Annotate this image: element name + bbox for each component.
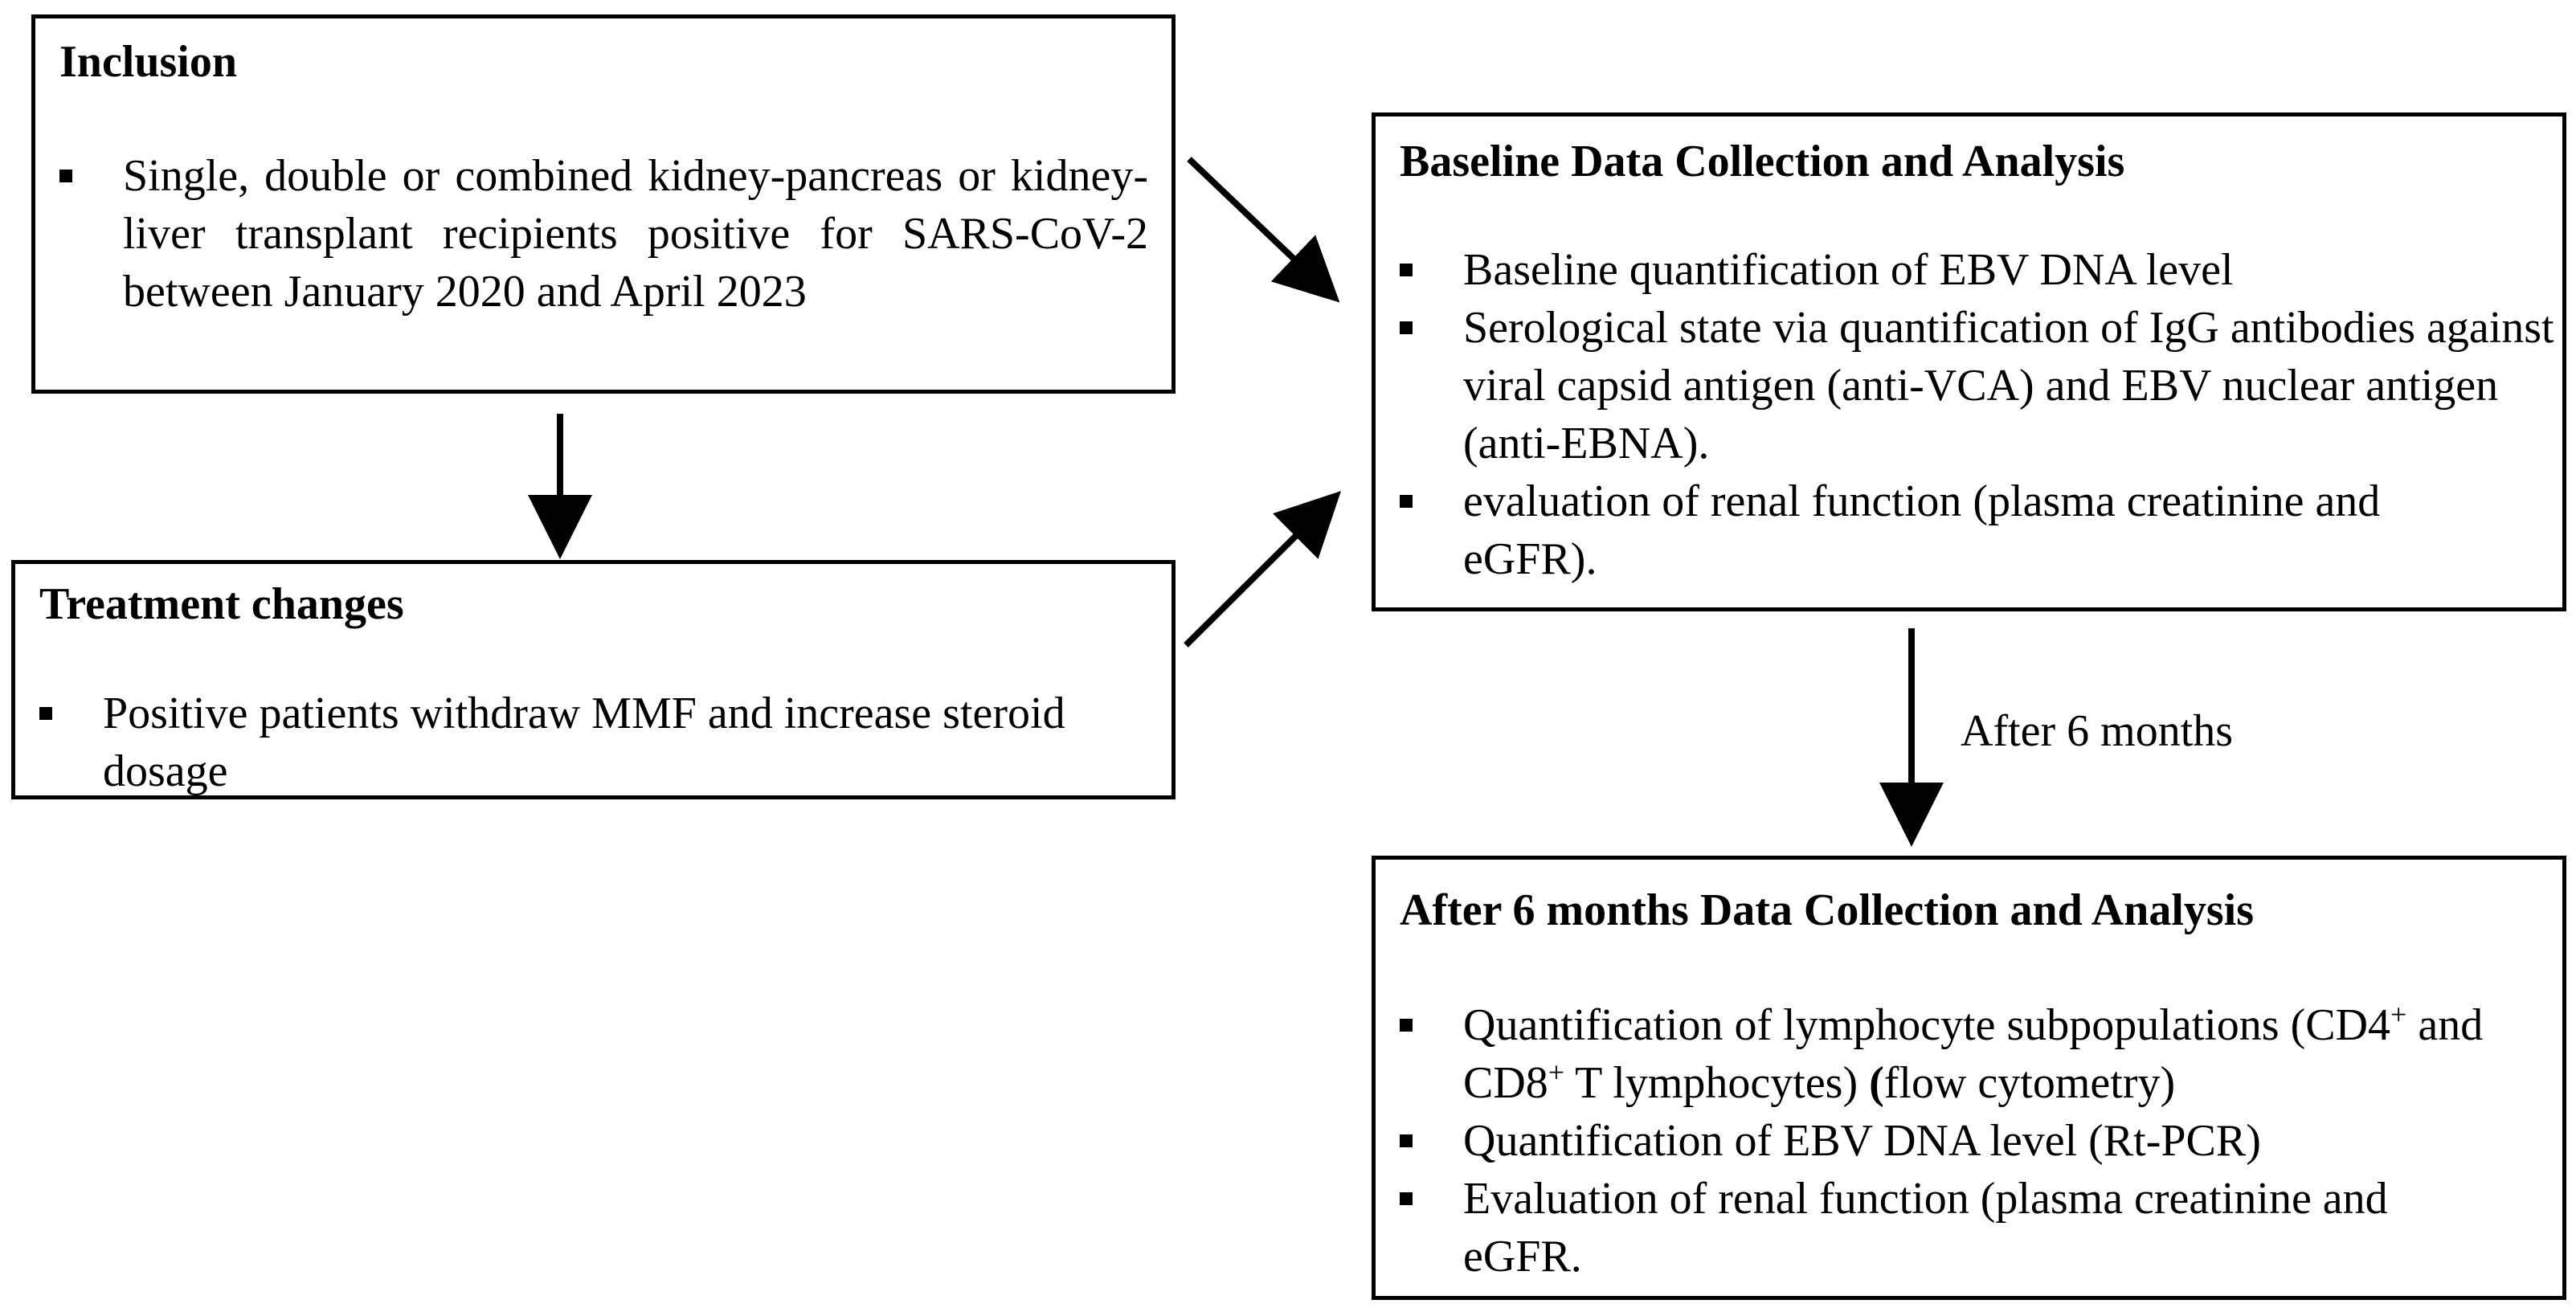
followup-list: Quantification of lymphocyte subpopulati… bbox=[1400, 996, 2557, 1285]
list-item: Quantification of EBV DNA level (Rt-PCR) bbox=[1400, 1112, 2557, 1170]
list-item: Positive patients withdraw MMF and incre… bbox=[39, 685, 1156, 800]
list-item: Evaluation of renal function (plasma cre… bbox=[1400, 1170, 2557, 1285]
inclusion-title: Inclusion bbox=[59, 37, 237, 87]
list-item-text: evaluation of renal function (plasma cre… bbox=[1463, 476, 2381, 584]
list-item-text: Evaluation of renal function (plasma cre… bbox=[1463, 1174, 2388, 1281]
list-item: evaluation of renal function (plasma cre… bbox=[1400, 472, 2557, 588]
baseline-box: Baseline Data Collection and Analysis Ba… bbox=[1372, 112, 2566, 611]
bullet-icon bbox=[1400, 264, 1413, 276]
treatment-list: Positive patients withdraw MMF and incre… bbox=[39, 685, 1156, 800]
followup-box: After 6 months Data Collection and Analy… bbox=[1372, 856, 2566, 1300]
list-item-text: Quantification of EBV DNA level (Rt-PCR) bbox=[1463, 1116, 2261, 1166]
bullet-icon bbox=[59, 170, 72, 182]
treatment-title: Treatment changes bbox=[39, 579, 404, 629]
bullet-icon bbox=[1400, 1019, 1413, 1032]
list-item: Single, double or combined kidney-pancre… bbox=[59, 147, 1148, 321]
bullet-icon bbox=[39, 707, 52, 720]
baseline-list: Baseline quantification of EBV DNA level… bbox=[1400, 241, 2557, 588]
arrow-inclusion-to-baseline bbox=[1187, 157, 1340, 303]
treatment-box: Treatment changes Positive patients with… bbox=[11, 560, 1176, 799]
arrow-treatment-to-baseline bbox=[1184, 491, 1342, 648]
baseline-title: Baseline Data Collection and Analysis bbox=[1400, 137, 2125, 186]
list-item: Baseline quantification of EBV DNA level bbox=[1400, 241, 2557, 299]
list-item: Serological state via quantification of … bbox=[1400, 299, 2557, 472]
followup-title: After 6 months Data Collection and Analy… bbox=[1400, 885, 2255, 935]
inclusion-box: Inclusion Single, double or combined kid… bbox=[31, 14, 1176, 394]
bullet-icon bbox=[1400, 1192, 1413, 1205]
inclusion-list: Single, double or combined kidney-pancre… bbox=[59, 147, 1148, 321]
bullet-icon bbox=[1400, 495, 1413, 508]
list-item-text: Positive patients withdraw MMF and incre… bbox=[103, 689, 1065, 796]
list-item-text: Serological state via quantification of … bbox=[1463, 303, 2554, 468]
bullet-icon bbox=[1400, 1134, 1413, 1147]
list-item: Quantification of lymphocyte subpopulati… bbox=[1400, 996, 2557, 1112]
list-item-text: Quantification of lymphocyte subpopulati… bbox=[1463, 998, 2484, 1108]
bullet-icon bbox=[1400, 321, 1413, 334]
list-item-text: Single, double or combined kidney-pancre… bbox=[123, 151, 1148, 317]
edge-label-after-6-months: After 6 months bbox=[1961, 706, 2234, 756]
list-item-text: Baseline quantification of EBV DNA level bbox=[1463, 245, 2234, 295]
